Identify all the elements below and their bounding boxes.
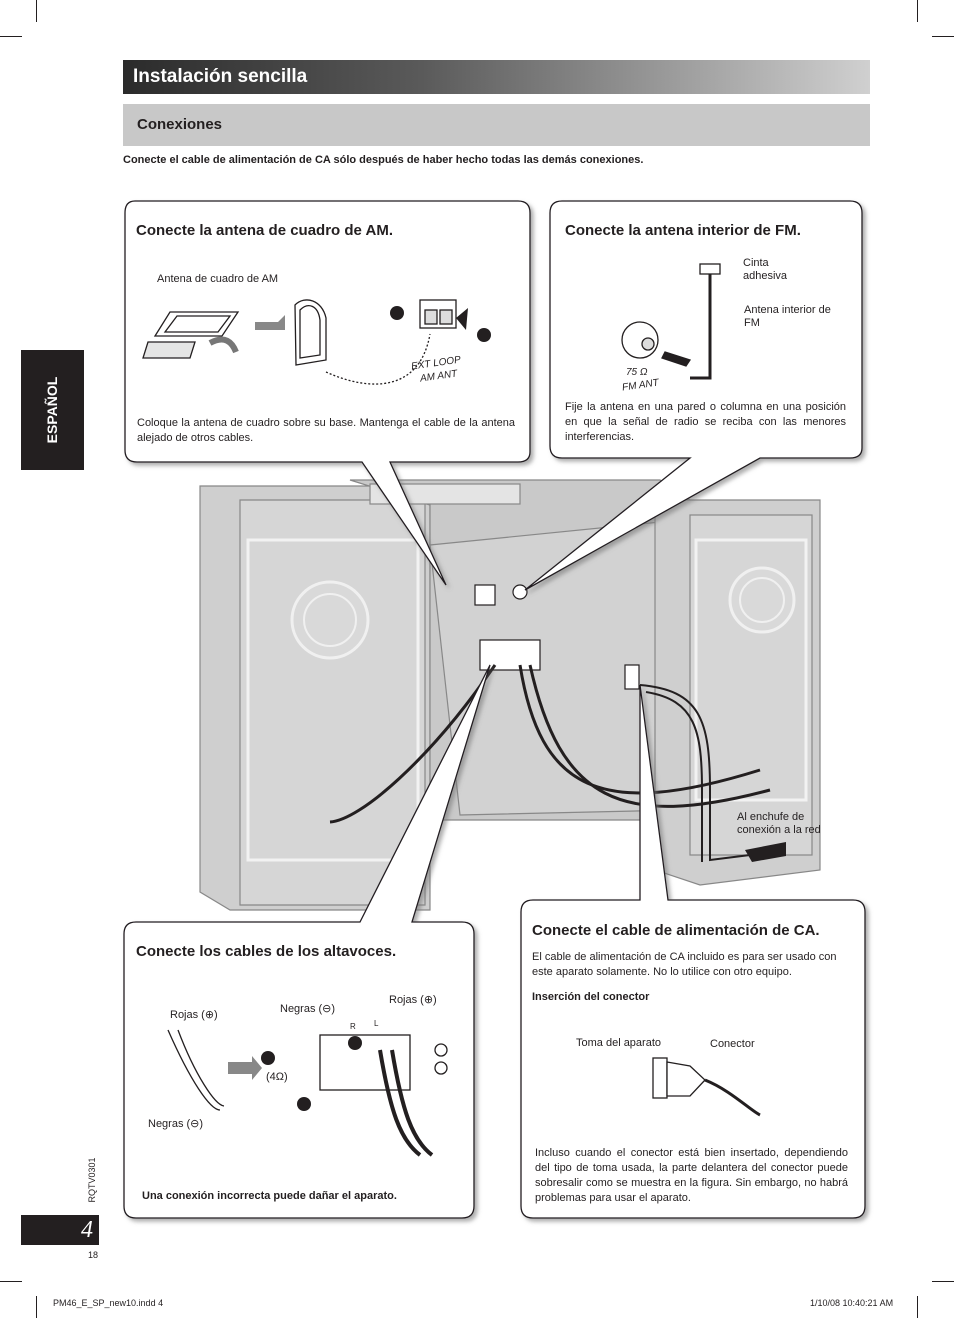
crop-mark <box>36 1296 37 1318</box>
fm-panel-title: Conecte la antena interior de FM. <box>565 222 801 239</box>
page-number-box: 4 <box>21 1215 99 1245</box>
fm-antenna-panel <box>524 200 863 591</box>
fm-antenna-label: Antena interior de FM <box>744 304 831 329</box>
step-2-icon <box>348 1036 362 1050</box>
speaker-warning: Una conexión incorrecta puede dañar el a… <box>142 1190 397 1202</box>
power-plug-icon <box>652 1057 761 1117</box>
crop-mark <box>0 36 22 37</box>
power-panel-note: Incluso cuando el conector está bien ins… <box>535 1147 848 1204</box>
footer-timestamp: 1/10/08 10:40:21 AM <box>810 1298 894 1308</box>
outlet-arrow <box>745 842 786 862</box>
speaker-terminal-r: R <box>350 1022 356 1031</box>
am-panel-description: Coloque la antena de cuadro sobre su bas… <box>137 417 515 444</box>
crop-mark <box>932 36 954 37</box>
fm-antenna-icon <box>621 263 721 380</box>
power-panel-description: El cable de alimentación de CA incluido … <box>532 951 837 978</box>
socket-label: Toma del aparato <box>576 1037 661 1049</box>
stereo-unit-illustration <box>199 479 821 911</box>
speaker-red-left-label: Rojas (⊕) <box>170 1009 218 1021</box>
page-subnumber: 18 <box>88 1250 99 1260</box>
fm-tape-label: Cinta adhesiva <box>743 257 788 282</box>
push-arrow-icon <box>456 308 468 330</box>
plug-label: Conector <box>710 1038 755 1050</box>
crop-mark <box>36 0 37 22</box>
am-antenna-label: Antena de cuadro de AM <box>157 273 279 285</box>
power-panel-subheading: Inserción del conector <box>532 991 650 1003</box>
power-cord <box>639 684 751 862</box>
page-number: 4 <box>81 1217 93 1243</box>
power-warning-note: Conecte el cable de alimentación de CA s… <box>123 154 644 166</box>
section-heading: Conexiones <box>123 104 870 146</box>
step-1-icon <box>261 1051 275 1065</box>
step-1-icon <box>390 306 404 320</box>
speaker-wire-icon <box>167 1029 448 1157</box>
language-tab <box>21 350 84 470</box>
page-title: Instalación sencilla <box>123 60 870 94</box>
fm-panel-description: Fije la antena en una pared o columna en… <box>565 401 846 443</box>
crop-mark <box>0 1281 22 1282</box>
document-code: RQTV0301 <box>87 1157 97 1203</box>
speaker-impedance-label: (4Ω) <box>266 1071 288 1083</box>
speaker-black-left-label: Negras (⊖) <box>148 1118 204 1130</box>
power-panel <box>520 684 866 1219</box>
am-panel-title: Conecte la antena de cuadro de AM. <box>136 222 393 239</box>
outlet-label: Al enchufe de conexión a la red <box>737 811 821 836</box>
crop-mark <box>917 0 918 22</box>
speaker-red-top-label: Rojas (⊕) <box>389 994 437 1006</box>
step-2-icon <box>477 328 491 342</box>
crop-mark <box>917 1296 918 1318</box>
footer-file-name: PM46_E_SP_new10.indd 4 <box>53 1298 164 1308</box>
am-antenna-panel <box>124 200 531 586</box>
speaker-panel-title: Conecte los cables de los altavoces. <box>136 943 397 960</box>
speaker-black-top-label: Negras (⊖) <box>280 1003 336 1015</box>
fm-terminal-ohm: 75 Ω <box>626 367 648 378</box>
speaker-terminal-l: L <box>374 1019 379 1028</box>
crop-mark <box>932 1281 954 1282</box>
power-panel-title: Conecte el cable de alimentación de CA. <box>532 922 820 939</box>
step-3-icon <box>297 1097 311 1111</box>
am-loop-antenna-icon <box>142 299 457 385</box>
